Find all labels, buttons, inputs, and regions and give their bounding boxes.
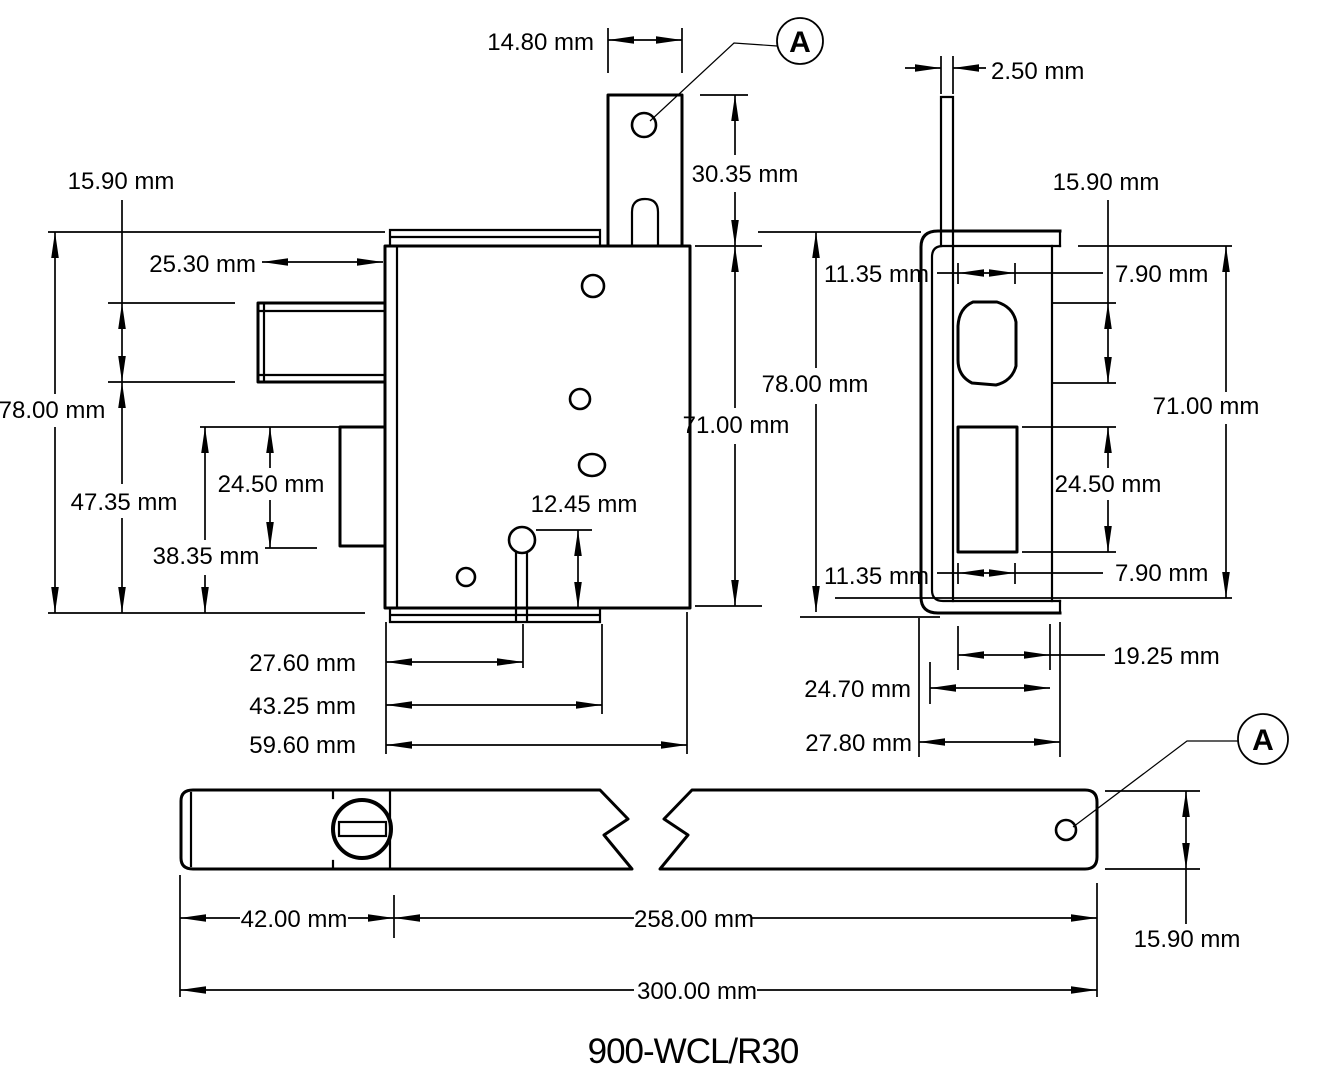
dim-bolt-height-front: 15.90 mm <box>68 168 175 195</box>
part-number-title: 900-WCL/R30 <box>588 1032 799 1071</box>
strip-end-hole <box>1054 818 1078 842</box>
dim-bottom-inset: 11.35 mm <box>824 563 929 590</box>
front-bottom-flange <box>388 606 602 624</box>
dim-slot-height: 24.50 mm <box>1055 471 1162 498</box>
dim-plate-height-side: 71.00 mm <box>1153 393 1260 420</box>
dim-top-inset: 11.35 mm <box>824 261 929 288</box>
dim-bolt-projection: 25.30 mm <box>149 251 256 278</box>
side-rect-hole <box>956 425 1019 554</box>
front-bolt-detail <box>256 301 387 384</box>
dim-overall-height-front: 78.00 mm <box>0 397 105 424</box>
dim-cylinder-section: 42.00 mm <box>241 906 348 933</box>
front-tab <box>606 93 684 248</box>
front-hole-1 <box>580 273 606 299</box>
side-cam-hole <box>956 300 1018 387</box>
front-hole-3 <box>577 452 607 478</box>
dim-hole-width-bottom: 7.90 mm <box>1115 560 1208 587</box>
dim-guide-to-bottom: 38.35 mm <box>153 543 260 570</box>
dim-body-width: 59.60 mm <box>249 732 356 759</box>
dim-strip-section: 258.00 mm <box>634 906 754 933</box>
side-plate-edges <box>951 229 1062 615</box>
dim-tab-height: 30.35 mm <box>692 161 799 188</box>
strip-key-slot <box>337 820 388 838</box>
front-guide-block <box>338 425 387 548</box>
dim-slot-width: 19.25 mm <box>1113 643 1220 670</box>
side-bracket-inner <box>930 244 1062 603</box>
dim-pin-height: 12.45 mm <box>531 491 638 518</box>
front-view <box>256 93 692 624</box>
front-pin-hole <box>507 525 537 555</box>
strip-view <box>179 788 1099 871</box>
dim-outer-depth: 27.80 mm <box>805 730 912 757</box>
detail-balloon-top: A <box>649 17 824 122</box>
dim-tab-width: 14.80 mm <box>487 29 594 56</box>
front-pin-stem <box>514 551 529 622</box>
strip-left <box>179 788 634 871</box>
front-body <box>383 244 692 610</box>
balloon-label-bottom: A <box>1252 724 1274 757</box>
side-view-dimensions: 2.50 mm 15.90 mm 11.35 mm 78.00 mm 71.00… <box>758 56 1259 757</box>
detail-balloon-bottom: A <box>1072 713 1289 828</box>
dim-flange-width: 43.25 mm <box>249 693 356 720</box>
dim-bolt-to-bottom: 47.35 mm <box>71 489 178 516</box>
dim-bolt-height-side: 15.90 mm <box>1053 169 1160 196</box>
balloon-leader-bottom <box>1072 740 1238 828</box>
balloon-circle-top <box>776 17 824 65</box>
front-hole-4 <box>455 566 477 588</box>
front-top-flange <box>388 228 602 248</box>
side-rod <box>939 95 955 248</box>
dim-guide-height-front: 24.50 mm <box>218 471 325 498</box>
side-view <box>919 95 1062 615</box>
front-tab-hole <box>630 111 658 139</box>
dim-inner-depth: 24.70 mm <box>804 676 911 703</box>
strip-view-dimensions: 15.90 mm 42.00 mm 258.00 mm 300.00 mm <box>179 790 1241 1005</box>
front-hole-2 <box>568 387 592 411</box>
dim-strip-height: 15.90 mm <box>1134 926 1241 953</box>
front-view-dimensions: 14.80 mm 30.35 mm 71.00 mm 78.00 mm 15.9… <box>0 28 798 759</box>
balloon-circle-bottom <box>1237 713 1289 765</box>
balloon-label-top: A <box>789 26 811 59</box>
side-bracket-outer <box>919 229 1062 615</box>
front-bolt <box>256 301 387 384</box>
strip-extension-lines <box>179 790 1200 997</box>
dim-overall-length: 300.00 mm <box>637 978 757 1005</box>
dim-pin-offset: 27.60 mm <box>249 650 356 677</box>
strip-right <box>658 788 1099 871</box>
dim-rod-thickness: 2.50 mm <box>991 58 1084 85</box>
strip-lock-cylinder <box>331 798 393 860</box>
dim-overall-height-side: 78.00 mm <box>762 371 869 398</box>
dim-plate-height-front: 71.00 mm <box>683 412 790 439</box>
dim-hole-width-top: 7.90 mm <box>1115 261 1208 288</box>
front-extension-lines <box>48 28 762 754</box>
balloon-leader-top <box>649 42 778 122</box>
front-tab-slot <box>630 197 660 248</box>
